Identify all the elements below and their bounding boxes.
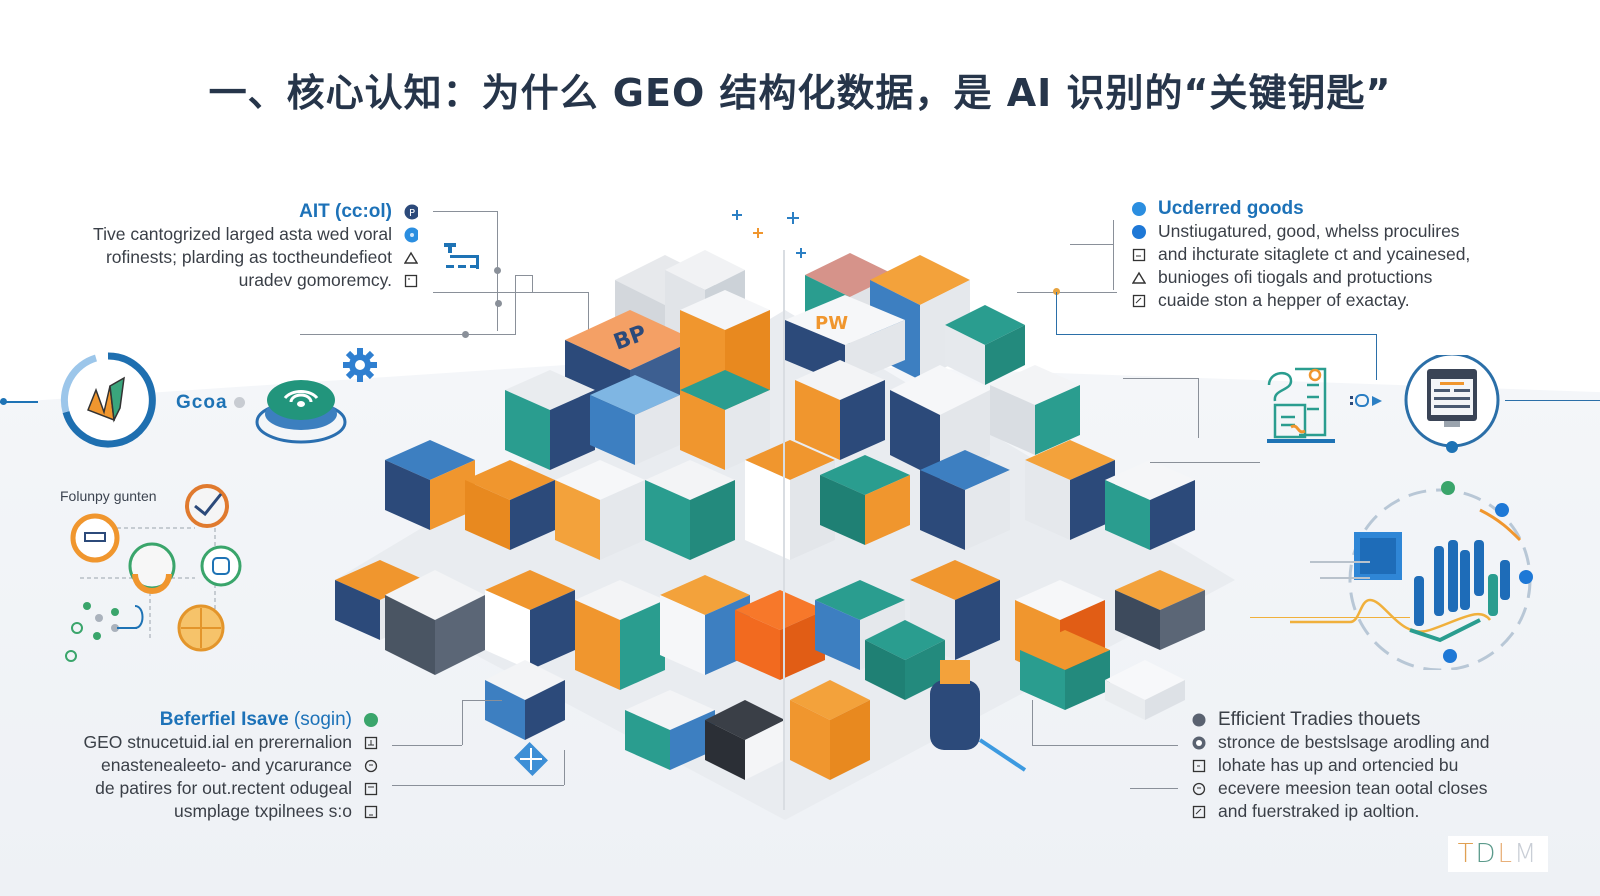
svg-text:PW: PW (815, 313, 848, 334)
text-block-top-right: Ucderred goods Unstiugatured, good, whel… (1132, 197, 1552, 312)
arrow-right-icon (1350, 393, 1384, 414)
connector-line (300, 334, 515, 335)
square-check-icon (364, 805, 378, 819)
circle-icon (364, 759, 378, 773)
bar-chart-cycle-icon (1290, 480, 1540, 675)
connector-line (515, 275, 516, 335)
square-chart-icon (364, 736, 378, 750)
block-heading-suffix: (sogin) (293, 709, 352, 730)
gray-dot-icon (1192, 713, 1206, 727)
connector-line (1032, 745, 1178, 746)
center-divider (783, 250, 785, 810)
triangle-icon (404, 251, 418, 265)
connector-line (0, 401, 38, 403)
network-cluster-icon (55, 478, 255, 673)
block-line: stronce de bestslsage arodling and (1218, 732, 1490, 752)
network-gear-icon (506, 740, 556, 785)
connector-line (462, 700, 502, 701)
square-icon (364, 782, 378, 796)
p-circle-icon: P (404, 204, 418, 219)
connector-line (1123, 378, 1198, 379)
block-line: and ihcturate sitaglete ct and ycainesed… (1158, 244, 1471, 264)
connector-line (1017, 292, 1117, 293)
watermark-logo: TDLM (1448, 836, 1548, 872)
schematic-icon (444, 243, 484, 278)
watermark-letter: D (1475, 839, 1498, 869)
block-line: cuaide ston a hepper of exactay. (1158, 290, 1410, 310)
block-line: uradev gomoremcy. (238, 270, 392, 290)
gear-icon (342, 347, 378, 388)
block-heading: AIT (cc:ol) (299, 201, 392, 222)
connector-line (1056, 292, 1057, 334)
isometric-data-city-illustration: BP PW (325, 200, 1255, 835)
blue-dot-icon (1132, 201, 1146, 216)
block-line: de patires for out.rectent odugeal (95, 778, 352, 798)
monitor-icon (1400, 352, 1504, 460)
connector-line (1250, 617, 1410, 618)
connector-line (564, 750, 565, 785)
block-line: ecevere meesion tean ootal closes (1218, 778, 1488, 798)
square-icon (1192, 759, 1206, 773)
document-flow-icon (1265, 365, 1345, 450)
w-logo-icon (58, 350, 158, 455)
blue-dot-icon (404, 227, 418, 242)
block-line: bunioges ofi tiogals and protuctions (1158, 267, 1433, 287)
green-dot-icon (364, 712, 378, 727)
text-block-bottom-right: Efficient Tradies thouets stronce de bes… (1192, 708, 1592, 823)
connector-line (462, 700, 463, 745)
connector-dot (0, 398, 7, 405)
watermark-letter: M (1513, 839, 1539, 869)
connector-line (433, 292, 588, 293)
connector-dot (462, 331, 469, 338)
circle-icon (1192, 782, 1206, 796)
triangle-icon (1132, 271, 1146, 285)
connector-line (1376, 334, 1377, 380)
block-line: Unstiugatured, good, whelss proculires (1158, 221, 1460, 241)
connector-line (392, 785, 564, 786)
connector-line (1198, 378, 1199, 438)
block-line: GEO stnucetuid.ial en prerernalion (83, 732, 352, 752)
text-block-top-left: AIT (cc:ol) P Tive cantogrized larged as… (40, 200, 418, 292)
block-heading: Efficient Tradies thouets (1218, 709, 1421, 730)
block-line: rofinests; plarding as toctheundefieot (105, 247, 392, 267)
connector-line (515, 275, 532, 276)
target-icon (1192, 736, 1206, 750)
connector-line (1056, 334, 1376, 335)
connector-line (392, 745, 462, 746)
block-line: Tive cantogrized larged asta wed voral (93, 224, 392, 244)
gray-dot (234, 397, 245, 408)
block-line: enastenealeeto- and ycarurance (100, 755, 352, 775)
watermark-letter: T (1457, 839, 1476, 869)
watermark-letter: L (1497, 839, 1514, 869)
block-line: lohate has up and ortencied bu (1218, 755, 1459, 775)
page-title: 一、核心认知：为什么 GEO 结构化数据，是 AI 识别的“关键钥匙” (208, 71, 1392, 115)
block-heading: Ucderred goods (1158, 198, 1304, 219)
square-check-icon (1192, 805, 1206, 819)
cluster-label: Folunpy gunten (60, 488, 157, 504)
block-heading: Beferfiel Isave (159, 709, 289, 730)
gcoa-label: Gcoa (176, 392, 228, 413)
connector-line (1130, 788, 1178, 789)
block-line: and fuerstraked ip aoltion. (1218, 801, 1420, 821)
square-icon (1132, 248, 1146, 262)
connector-dot (495, 300, 502, 307)
connector-line (1070, 244, 1114, 245)
connector-line (1032, 700, 1033, 745)
square-icon (404, 274, 418, 288)
connector-line (433, 211, 497, 212)
text-block-bottom-left: Beferfiel Isave (sogin) GEO stnucetuid.i… (40, 708, 378, 823)
connector-line (532, 275, 533, 292)
connector-line (1150, 462, 1260, 463)
connector-line (588, 292, 589, 332)
connector-dot (494, 267, 501, 274)
blue-dot-icon (1132, 224, 1146, 239)
block-line: usmplage txpilnees s:o (173, 801, 352, 821)
connector-line (1505, 400, 1600, 401)
wireless-sensor-icon (255, 372, 349, 455)
connector-dot (1053, 288, 1060, 295)
connector-line (1113, 220, 1114, 290)
square-check-icon (1132, 294, 1146, 308)
svg-text:P: P (409, 208, 415, 219)
